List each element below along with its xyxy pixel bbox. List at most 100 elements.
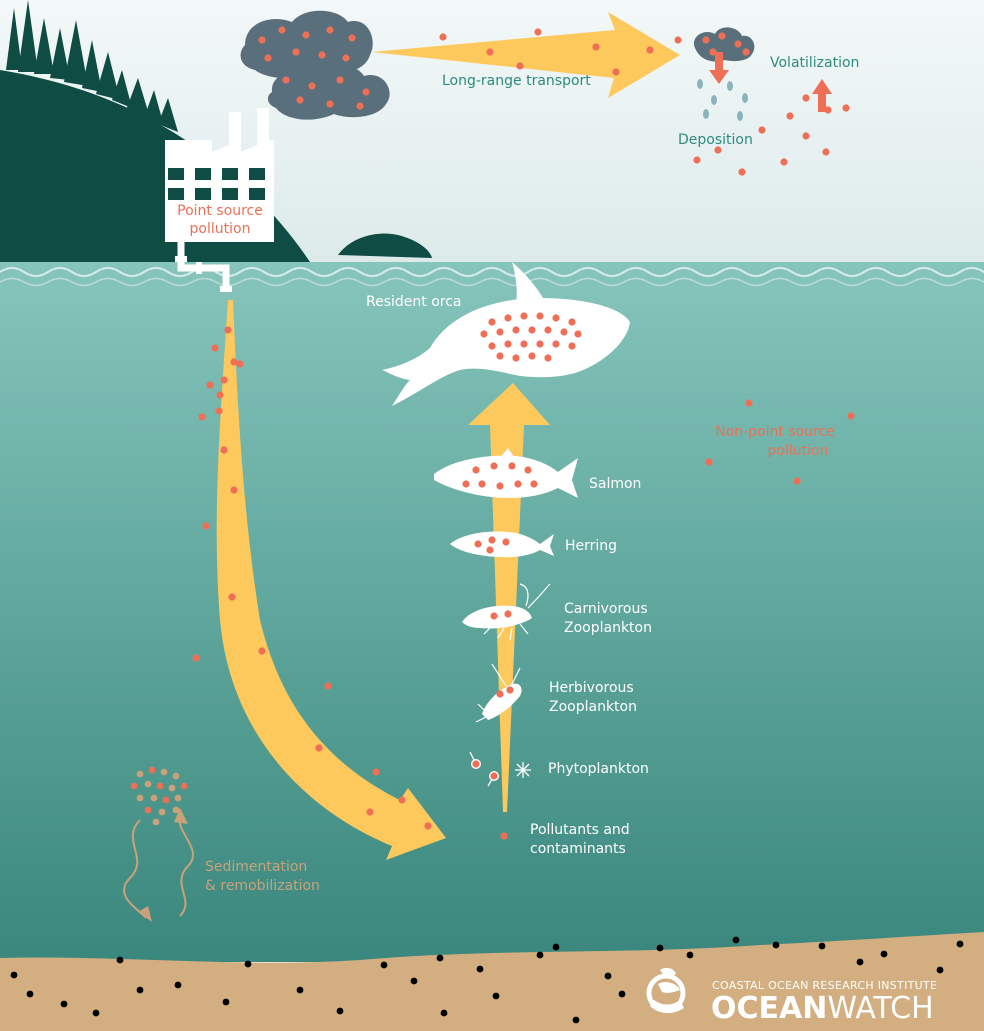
herbivorous-line-1: Herbivorous <box>549 679 637 698</box>
deposition-label: Deposition <box>678 131 753 150</box>
pollutant-dot <box>496 482 503 489</box>
pollutant-dot <box>424 822 431 829</box>
pollutant-dot <box>206 381 213 388</box>
pollutant-dot <box>278 26 285 33</box>
pollutant-dot <box>504 340 511 347</box>
sediment-dot <box>163 797 170 804</box>
pollutant-dot <box>488 536 495 543</box>
pollutant-dot <box>847 412 854 419</box>
sedimentation-line-2: & remobilization <box>205 877 320 896</box>
pollutant-dot <box>734 40 741 47</box>
pollutant-dot <box>324 682 331 689</box>
pollutant-dot <box>702 36 709 43</box>
pollutant-dot <box>490 772 497 779</box>
carnivorous-zooplankton-label: Carnivorous Zooplankton <box>564 600 652 638</box>
sediment-dot <box>27 991 34 998</box>
sediment-dot <box>857 959 864 966</box>
pollutant-dot <box>326 100 333 107</box>
pollutant-dot <box>568 342 575 349</box>
pollutant-dot <box>516 62 523 69</box>
sediment-dot <box>441 1010 448 1017</box>
pollutant-dot <box>474 540 481 547</box>
pollutant-dot <box>308 82 315 89</box>
pollutant-dot <box>439 33 446 40</box>
pollutant-dot <box>348 34 355 41</box>
pollutant-dot <box>502 538 509 545</box>
sediment-dot <box>819 943 826 950</box>
pollutant-dot <box>514 480 521 487</box>
sediment-dot <box>223 999 230 1006</box>
non-point-line-2: pollution <box>697 442 853 461</box>
pollutant-dot <box>198 413 205 420</box>
pollutant-dot <box>534 28 541 35</box>
sedimentation-line-1: Sedimentation <box>205 858 320 877</box>
pollutant-dot <box>745 399 752 406</box>
pollutant-dot <box>718 32 725 39</box>
sediment-dot <box>159 809 166 816</box>
pollutant-dot <box>318 51 325 58</box>
pollutant-dot <box>486 546 493 553</box>
pollutant-dot <box>504 314 511 321</box>
pollutant-dot <box>786 112 793 119</box>
pollutant-dot <box>362 88 369 95</box>
carnivorous-line-1: Carnivorous <box>564 600 652 619</box>
pollutant-dot <box>693 156 700 163</box>
pollutant-dot <box>228 593 235 600</box>
non-point-source-label: Non-point source pollution <box>697 423 853 461</box>
volatilization-label: Volatilization <box>770 54 859 73</box>
sediment-dot <box>337 1008 344 1015</box>
sediment-dot <box>493 993 500 1000</box>
pollutant-dot <box>544 354 551 361</box>
point-source-line-2: pollution <box>158 220 282 238</box>
pollutant-dot <box>508 462 515 469</box>
herring-label: Herring <box>565 537 617 556</box>
pollutant-dot <box>500 832 507 839</box>
pollutant-dot <box>802 132 809 139</box>
pollutant-dot <box>646 46 653 53</box>
pollutant-dot <box>709 48 716 55</box>
pollutant-dot <box>592 43 599 50</box>
pollutant-dot <box>512 354 519 361</box>
pollutant-dot <box>488 342 495 349</box>
pollutant-dot <box>802 94 809 101</box>
pollutant-dot <box>192 654 199 661</box>
sediment-dot <box>131 783 138 790</box>
pollutant-dot <box>462 480 469 487</box>
sedimentation-label: Sedimentation & remobilization <box>205 858 320 896</box>
sediment-dot <box>657 945 664 952</box>
sediment-dot <box>411 978 418 985</box>
pollutant-dot <box>536 312 543 319</box>
pollutant-dot <box>258 36 265 43</box>
pollutant-dot <box>506 686 513 693</box>
logo-wordmark-light: WATCH <box>827 991 933 1026</box>
sediment-dot <box>881 951 888 958</box>
pollutant-dot <box>296 96 303 103</box>
pollutant-dot <box>842 104 849 111</box>
pollutant-dot <box>496 328 503 335</box>
pollutant-dot <box>236 360 243 367</box>
pollutants-label: Pollutants and contaminants <box>530 821 630 859</box>
sediment-dot <box>773 942 780 949</box>
pollutant-dot <box>342 54 349 61</box>
pollutant-dot <box>366 808 373 815</box>
sediment-dot <box>161 769 168 776</box>
pollutant-dot <box>356 102 363 109</box>
pollutant-dot <box>824 106 831 113</box>
pollutant-dot <box>742 48 749 55</box>
sediment-dot <box>297 987 304 994</box>
pollutant-dot <box>496 352 503 359</box>
sediment-dot <box>151 795 158 802</box>
pollutant-dot <box>292 48 299 55</box>
sediment-dot <box>957 941 964 948</box>
pollutant-dot <box>302 31 309 38</box>
logo-wordmark-bold: OCEAN <box>711 991 827 1026</box>
pollutant-dot <box>480 330 487 337</box>
herbivorous-line-2: Zooplankton <box>549 698 637 717</box>
pollutant-dot <box>552 340 559 347</box>
pollutant-dot <box>758 126 765 133</box>
sediment-dot <box>137 987 144 994</box>
pollutant-dot <box>504 610 511 617</box>
sediment-dot <box>137 771 144 778</box>
pollutant-dot <box>574 330 581 337</box>
